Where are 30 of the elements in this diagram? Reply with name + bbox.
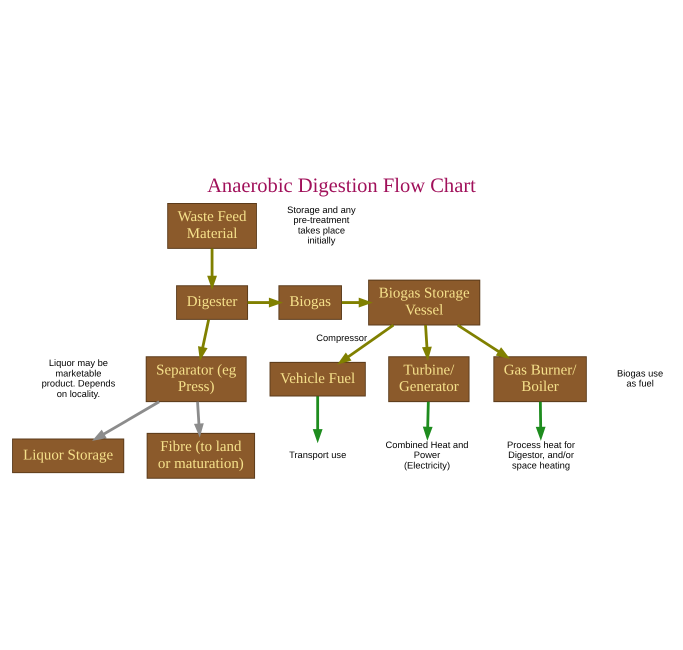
node-box: Biogas Storage Vessel [368, 280, 480, 326]
diagram-title: Anaerobic Digestion Flow Chart [207, 174, 476, 197]
arrow [92, 400, 160, 441]
node-box: Separator (eg Press) [146, 356, 247, 402]
node-box: Digester [176, 285, 248, 320]
arrow [198, 319, 210, 361]
arrow [342, 298, 373, 308]
arrow [194, 402, 204, 438]
node-text: Combined Heat and Power (Electricity) [386, 440, 468, 470]
node-box: Vehicle Fuel [270, 362, 366, 396]
node-box: Gas Burner/ Boiler [493, 356, 587, 402]
node-label: Storage and any pre-treatment takes place initially [287, 204, 356, 246]
node-text: Transport use [289, 450, 346, 460]
arrow [312, 396, 323, 444]
label: Biogas use as fuel [617, 368, 664, 389]
node-box: Waste Feed Material [167, 203, 257, 249]
arrow [207, 248, 217, 290]
node-text: Process heat for Digestor, and/or space heating [507, 440, 575, 470]
arrow [422, 402, 433, 441]
node-label: Liquor may be marketable product. Depends on locality. [42, 358, 116, 399]
node-box: Turbine/ Generator [388, 356, 470, 402]
node-box: Biogas [278, 285, 342, 320]
node-box: Fibre (to land or maturation) [146, 432, 256, 479]
arrow [248, 298, 283, 308]
arrow [422, 325, 432, 361]
arrow [456, 324, 510, 359]
arrow [536, 402, 546, 441]
arrow [337, 324, 394, 365]
edge-label: Compressor [316, 332, 368, 343]
node-box: Liquor Storage [12, 438, 124, 474]
